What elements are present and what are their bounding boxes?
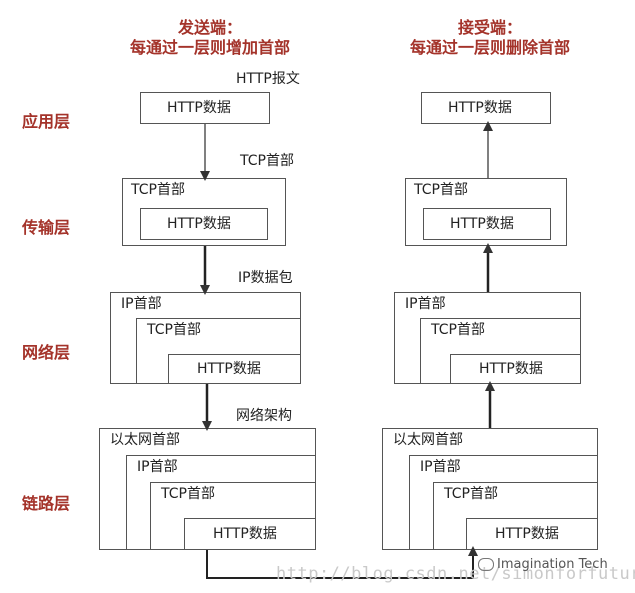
arrow-physical-link (206, 550, 474, 579)
receiver-link-http-box: HTTP数据 (466, 518, 598, 550)
chat-bubble-icon (478, 558, 494, 571)
layer-network: 网络层 (22, 343, 71, 362)
ip-header-label: IP首部 (405, 296, 446, 312)
ip-header-label: IP首部 (420, 459, 461, 475)
ethernet-header-label: 以太网首部 (110, 432, 180, 448)
layer-link: 链路层 (22, 494, 71, 513)
tcp-header-label: TCP首部 (431, 322, 485, 338)
ip-header-label: IP首部 (137, 459, 178, 475)
http-data-label: HTTP数据 (167, 100, 231, 116)
http-data-label: HTTP数据 (197, 361, 261, 377)
http-data-label: HTTP数据 (448, 100, 512, 116)
sender-title: 发送端： (177, 18, 242, 37)
http-data-label: HTTP数据 (167, 216, 231, 232)
note-network-frame: 网络架构 (236, 408, 292, 424)
sender-network-http-box: HTTP数据 (168, 354, 301, 384)
ip-header-label: IP首部 (121, 296, 162, 312)
receiver-network-http-box: HTTP数据 (450, 354, 581, 384)
sender-subtitle: 每通过一层则增加首部 (129, 38, 290, 57)
receiver-subtitle: 每通过一层则删除首部 (409, 38, 570, 57)
brand-label: Imagination Tech (478, 557, 608, 572)
note-ip-packet: IP数据包 (238, 270, 293, 286)
tcp-header-label: TCP首部 (161, 486, 215, 502)
layer-transport: 传输层 (22, 218, 71, 237)
http-data-label: HTTP数据 (450, 216, 514, 232)
http-data-label: HTTP数据 (479, 361, 543, 377)
note-tcp-header: TCP首部 (240, 153, 294, 169)
tcp-header-label: TCP首部 (444, 486, 498, 502)
brand-text: Imagination Tech (497, 557, 608, 572)
http-data-label: HTTP数据 (213, 526, 277, 542)
tcp-header-label: TCP首部 (147, 322, 201, 338)
http-data-label: HTTP数据 (495, 526, 559, 542)
tcp-header-label: TCP首部 (131, 182, 185, 198)
ethernet-header-label: 以太网首部 (393, 432, 463, 448)
layer-application: 应用层 (22, 112, 71, 131)
watermark-url: http://blog.csdn.net/simonforfuture (276, 564, 635, 584)
receiver-title: 接受端： (457, 18, 522, 37)
tcp-header-label: TCP首部 (414, 182, 468, 198)
sender-app-http-box: HTTP数据 (140, 92, 270, 124)
note-http-message: HTTP报文 (236, 71, 300, 87)
sender-link-http-box: HTTP数据 (184, 518, 316, 550)
receiver-transport-http-box: HTTP数据 (423, 208, 551, 240)
sender-transport-http-box: HTTP数据 (140, 208, 268, 240)
